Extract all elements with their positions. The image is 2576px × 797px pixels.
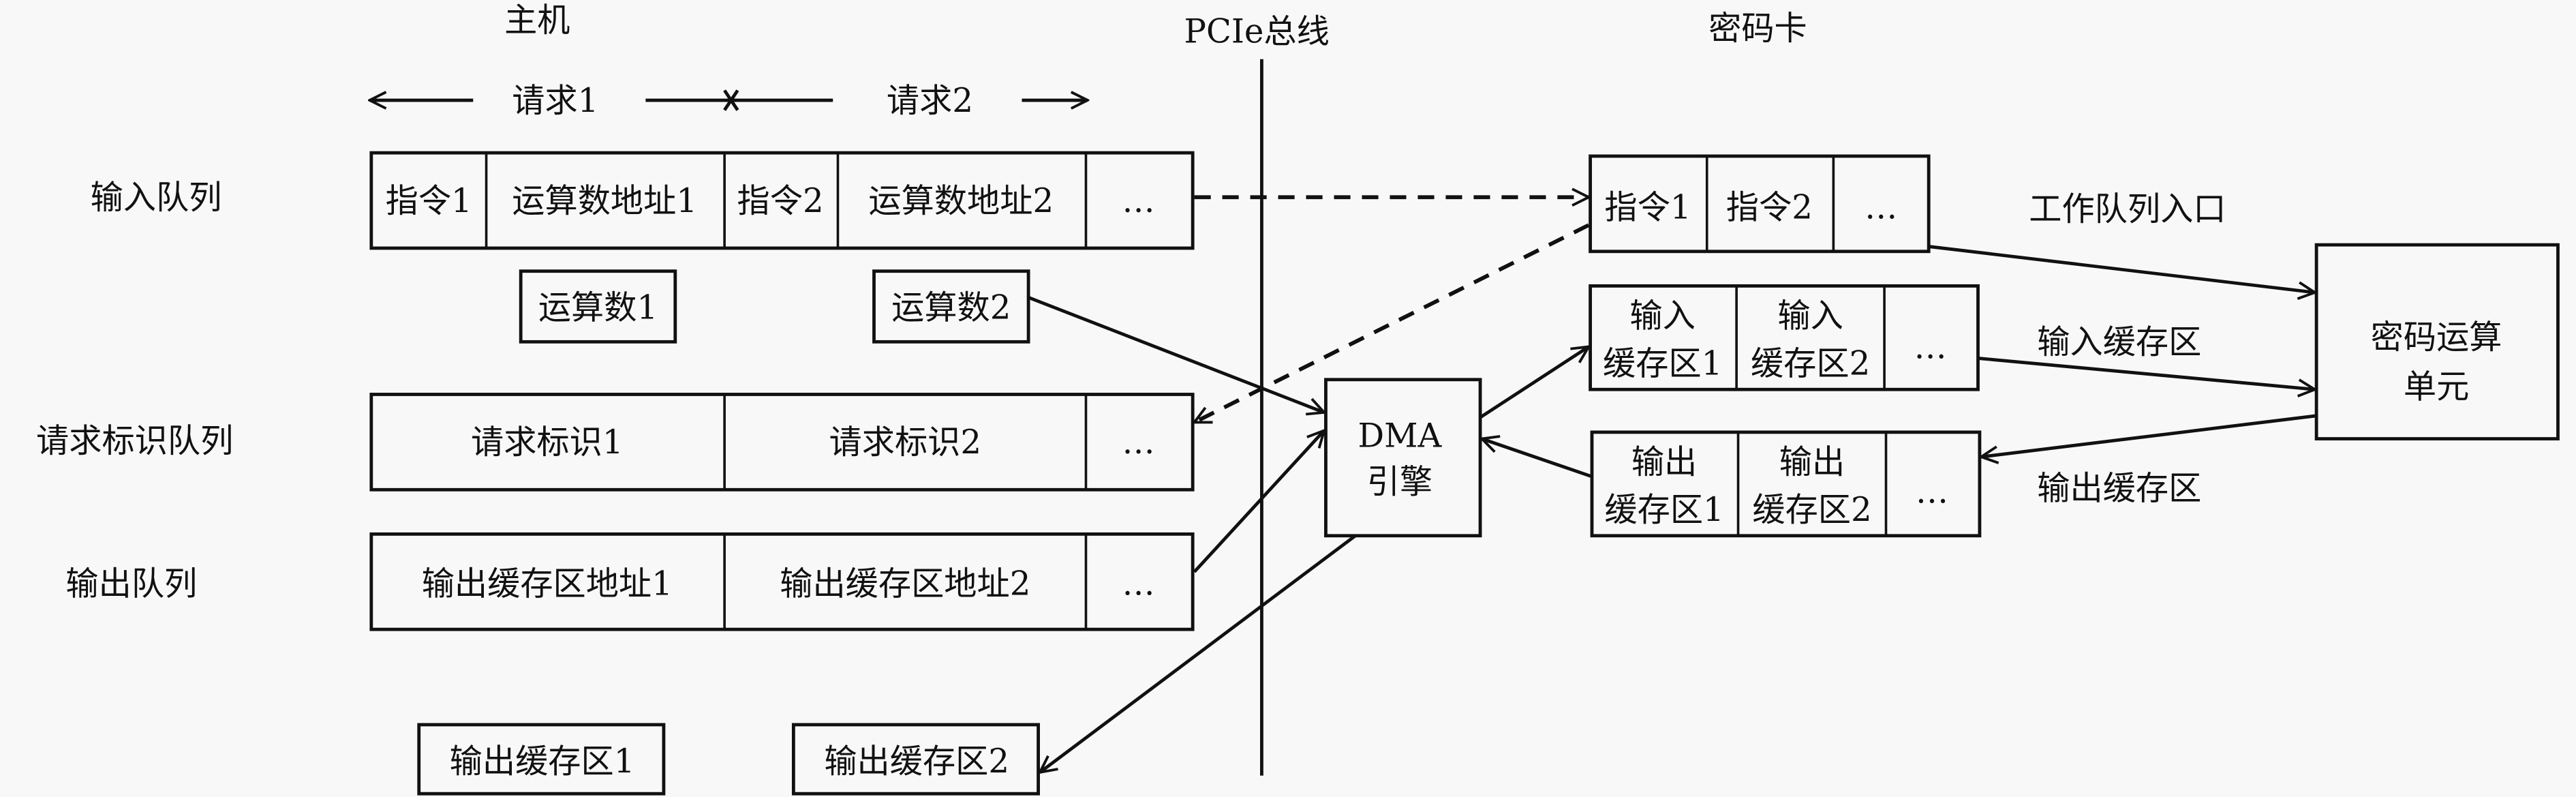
work-queue-cell: 指令1: [1604, 189, 1691, 227]
output-queue-label: 输出队列: [65, 565, 197, 603]
operand-1-box: 运算数1: [519, 269, 677, 344]
input-queue: 指令1 运算数地址1 指令2 运算数地址2 …: [369, 151, 1195, 250]
request-id-cell: 请求标识2: [829, 423, 982, 462]
operand-2-label: 运算数2: [891, 289, 1011, 327]
request-span: 请求1 请求2: [369, 82, 1087, 120]
operand-2-box: 运算数2: [872, 269, 1030, 344]
work-queue-entry-label: 工作队列入口: [2029, 190, 2226, 228]
operand-1-label: 运算数1: [538, 289, 658, 327]
output-queue-cell: 输出缓存区地址2: [780, 565, 1030, 603]
crypto-unit-line1: 密码运算: [2371, 318, 2502, 357]
output-buffer-cell-line2: 缓存区2: [1752, 491, 1871, 529]
arrow-work-queue-to-crypto: [1928, 245, 2315, 292]
request-id-queue-label: 请求标识队列: [36, 422, 233, 460]
input-buffer-cell-line2: 缓存区2: [1751, 345, 1870, 383]
arrow-work-queue-to-request-id: [1195, 223, 1590, 425]
output-buffer-cell-ellipsis: …: [1916, 473, 1948, 511]
host-output-buffer-2: 输出缓存区2: [791, 723, 1040, 796]
input-buffer-cell-line2: 缓存区1: [1603, 345, 1722, 383]
request2-label: 请求2: [887, 82, 973, 120]
request1-label: 请求1: [512, 82, 598, 120]
arrow-output-queue-to-dma: [1193, 431, 1324, 573]
output-buffer-cell-line1: 输出: [1631, 443, 1697, 481]
input-buffer-label: 输入缓存区: [2037, 323, 2201, 361]
input-queue-cell: 运算数地址1: [512, 182, 697, 220]
arrow-crypto-to-output-buffers: [1981, 414, 2317, 457]
work-queue-cell: …: [1865, 189, 1897, 227]
request-boundary-mark: [723, 89, 739, 111]
request-id-cell: 请求标识1: [471, 423, 624, 462]
dma-engine-line1: DMA: [1358, 417, 1443, 455]
input-buffer-cell-line1: 输入: [1777, 297, 1843, 335]
dma-engine-line2: 引擎: [1367, 463, 1432, 501]
input-queue-cell: 运算数地址2: [868, 182, 1054, 220]
card-input-buffers: 输入 缓存区1 输入 缓存区2 …: [1589, 284, 1980, 391]
crypto-unit-line2: 单元: [2404, 367, 2469, 406]
host-section-title: 主机: [504, 1, 570, 40]
output-buffer-cell-line1: 输出: [1779, 443, 1845, 481]
card-work-queue: 指令1 指令2 …: [1589, 154, 1931, 254]
arrow-dma-to-input-buffers: [1479, 347, 1589, 419]
arrow-input-buffers-to-crypto: [1978, 357, 2315, 389]
input-queue-cell: 指令2: [737, 182, 824, 220]
host-output-buffer-1: 输出缓存区1: [417, 723, 666, 796]
output-queue-cell: …: [1122, 565, 1155, 603]
output-queue: 输出缓存区地址1 输出缓存区地址2 …: [369, 532, 1195, 631]
request-id-cell: …: [1122, 423, 1155, 462]
host-output-buffer-1-label: 输出缓存区1: [450, 742, 635, 781]
crypto-unit: 密码运算 单元: [2314, 243, 2560, 440]
output-buffer-cell-line2: 缓存区1: [1604, 491, 1723, 529]
arrow-dma-to-host-output-buffer2: [1040, 534, 1357, 772]
card-output-buffers: 输出 缓存区1 输出 缓存区2 …: [1590, 430, 1982, 538]
card-section-title: 密码卡: [1708, 10, 1807, 48]
dma-engine: DMA 引擎: [1324, 378, 1482, 538]
host-output-buffer-2-label: 输出缓存区2: [824, 742, 1009, 781]
input-queue-label: 输入队列: [91, 179, 222, 217]
input-queue-cell: 指令1: [386, 182, 472, 220]
input-buffer-cell-line1: 输入: [1629, 297, 1695, 335]
work-queue-cell: 指令2: [1726, 189, 1813, 227]
output-buffer-label: 输出缓存区: [2037, 470, 2201, 508]
input-queue-cell: …: [1122, 182, 1155, 220]
input-buffer-cell-ellipsis: …: [1914, 328, 1946, 366]
arrow-output-buffers-to-dma: [1482, 439, 1593, 479]
output-queue-cell: 输出缓存区地址1: [422, 565, 673, 603]
request-id-queue: 请求标识1 请求标识2 …: [369, 393, 1195, 492]
arrow-operand2-to-dma: [1028, 296, 1324, 412]
pcie-bus-title: PCIe总线: [1184, 13, 1330, 51]
